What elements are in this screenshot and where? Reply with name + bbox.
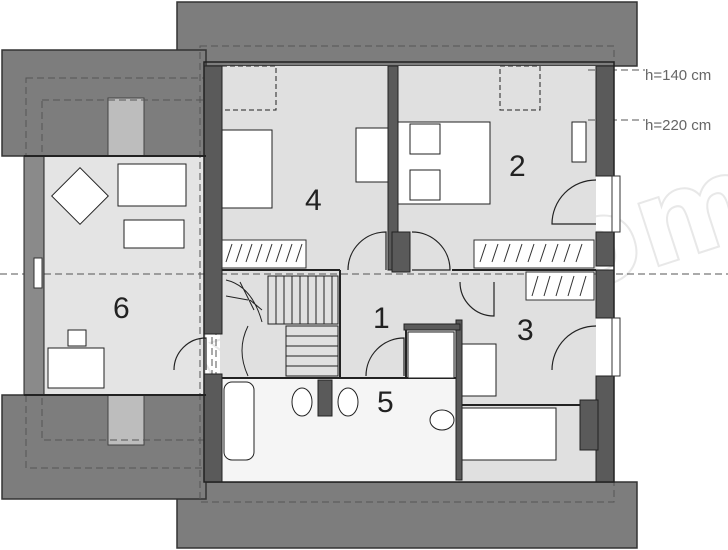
- room-5-number: 5: [377, 386, 394, 419]
- room-3-number: 3: [517, 314, 534, 347]
- room-1-number: 1: [373, 302, 390, 335]
- roof: [1, 1, 638, 549]
- room-6-number: 6: [113, 292, 130, 325]
- walls: [23, 65, 615, 483]
- furniture-room-6: [47, 163, 187, 389]
- height-label-140: h=140 cm: [645, 67, 711, 84]
- height-label-220: h=220 cm: [645, 117, 711, 134]
- staircase: [225, 275, 339, 377]
- bathroom-fixtures: [223, 331, 455, 461]
- room-4-number: 4: [305, 184, 322, 217]
- windows: [33, 175, 621, 377]
- room-2-number: 2: [509, 150, 526, 183]
- furniture: [221, 65, 557, 461]
- doors: [173, 179, 597, 377]
